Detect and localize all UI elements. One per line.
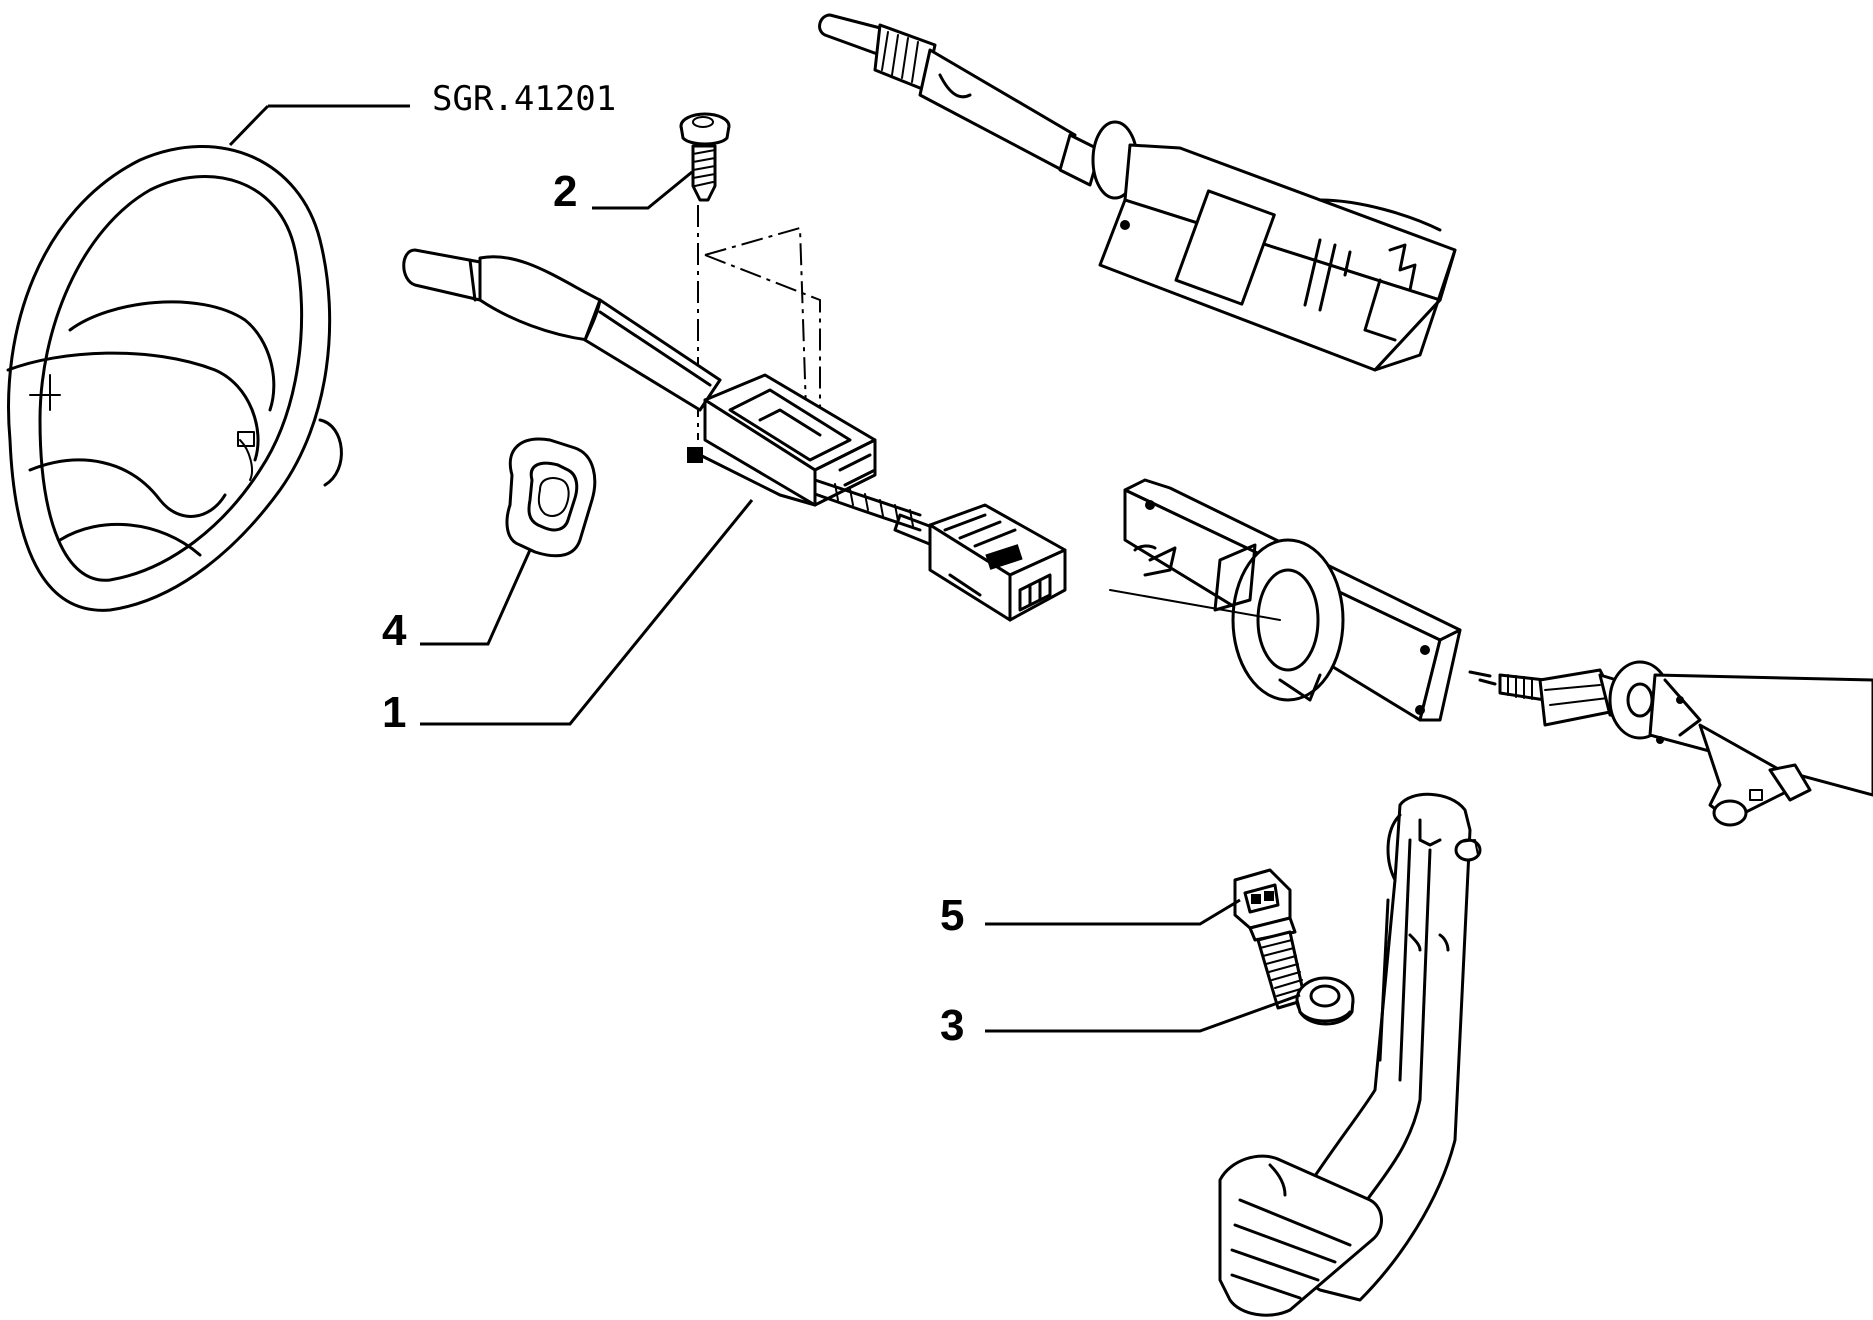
leader-line-callout-3	[985, 993, 1301, 1033]
steering-wheel-illustration	[6, 145, 343, 612]
pedal-illustration	[1218, 792, 1482, 1317]
stalk-switch-illustration	[402, 248, 1067, 622]
leader-line-callout-2	[592, 170, 693, 210]
pedal-switch-illustration	[1233, 868, 1307, 1010]
multifunction-switch-illustration	[818, 13, 1457, 372]
callout-4: 4	[382, 606, 407, 655]
callout-1: 1	[382, 688, 406, 737]
gasket-illustration	[505, 437, 597, 558]
screw-illustration	[679, 112, 731, 202]
drawing-reference-code: SGR.41201	[432, 79, 616, 119]
callout-5: 5	[940, 891, 964, 940]
callout-3: 3	[940, 1001, 964, 1050]
steering-column-illustration	[1109, 478, 1873, 827]
grommet-illustration	[1295, 976, 1355, 1026]
reference-leader-line	[228, 104, 410, 147]
leader-line-callout-1	[420, 499, 754, 726]
leader-line-callout-5	[985, 898, 1241, 926]
callout-2: 2	[553, 167, 577, 216]
leader-line-callout-4	[420, 549, 532, 646]
